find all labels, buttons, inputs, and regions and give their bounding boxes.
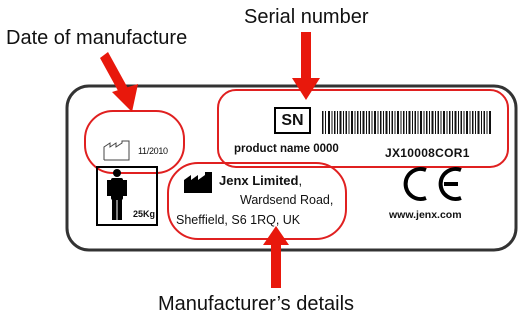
date-highlight-oval [84, 110, 185, 174]
factory-date-icon [103, 140, 130, 161]
sn-symbol: SN [274, 107, 311, 134]
company-name: Jenx Limited [219, 173, 299, 188]
person-weight-icon [96, 166, 158, 226]
date-of-manufacture-callout: Date of manufacture [6, 27, 188, 49]
manufacturer-arrow [263, 226, 289, 288]
manufacturers-details-callout: Manufacturer’s details [158, 293, 355, 315]
max-weight: 25Kg [133, 209, 156, 219]
serial-highlight-oval [217, 89, 509, 168]
manufacturer-factory-icon [184, 172, 212, 193]
company-city: Sheffield, S6 1RQ, UK [176, 213, 301, 227]
manufacturer-highlight-oval [167, 162, 347, 240]
company-name-line: Jenx Limited, [219, 173, 302, 188]
serial-arrow [292, 32, 320, 100]
company-street: Wardsend Road, [240, 193, 334, 207]
serial-code: JX10008COR1 [385, 146, 470, 160]
company-name-suffix: , [298, 173, 303, 188]
serial-number-callout: Serial number [244, 6, 369, 28]
date-arrow [100, 52, 138, 112]
product-name: product name 0000 [234, 143, 339, 155]
ce-mark-icon [403, 167, 462, 201]
company-website: www.jenx.com [389, 209, 462, 221]
label-outline [65, 84, 518, 252]
manufacture-date: 11/2010 [138, 146, 168, 156]
barcode-icon [322, 111, 491, 134]
